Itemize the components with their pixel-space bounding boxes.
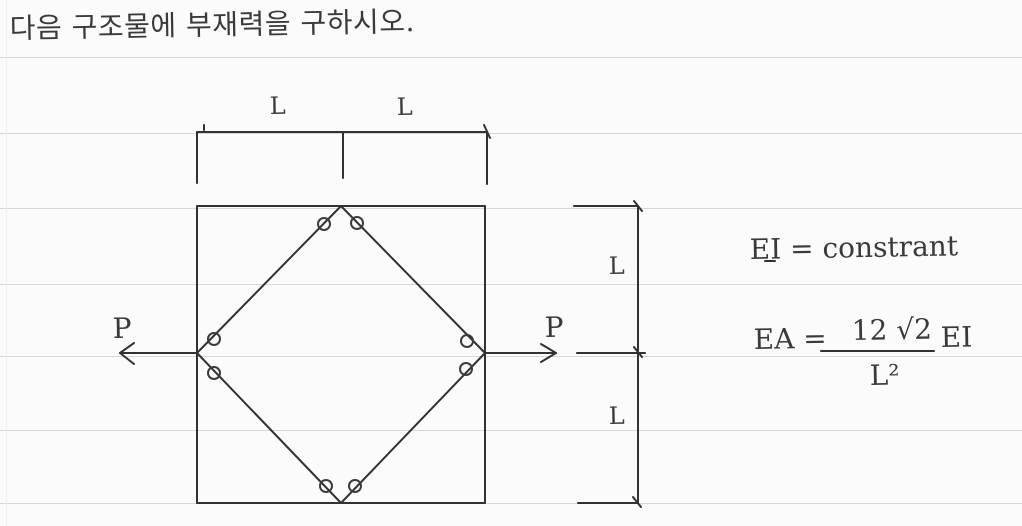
hinge-circle-bottom-left bbox=[319, 479, 333, 493]
right-dimension-slash-top bbox=[633, 200, 643, 212]
hinge-circle-right-lower bbox=[459, 362, 473, 376]
problem-title: 다음 구조물에 부재력을 구하시오. bbox=[9, 4, 416, 46]
ea-label: EA = bbox=[753, 321, 828, 356]
top-left-dimension-label: L bbox=[269, 91, 286, 120]
hinge-circle-top-left bbox=[317, 217, 331, 231]
ea-denominator: L² bbox=[869, 358, 900, 392]
right-dimension-slash-bottom bbox=[632, 496, 642, 508]
ei-equation: EI = constrant bbox=[749, 229, 959, 266]
top-dimension-slash bbox=[483, 124, 491, 139]
right-load-label: P bbox=[544, 310, 564, 344]
hinge-circle-left-lower bbox=[207, 366, 221, 380]
left-load-label: P bbox=[112, 311, 132, 345]
hinge-circle-top-right bbox=[350, 216, 364, 230]
right-lower-dimension-label: L bbox=[608, 401, 625, 430]
right-load-arrowhead bbox=[540, 343, 557, 363]
top-right-dimension-label: L bbox=[396, 92, 413, 121]
outer-frame bbox=[196, 205, 486, 504]
right-upper-dimension-label: L bbox=[608, 251, 625, 280]
left-load-arrowhead bbox=[119, 342, 135, 365]
hinge-circle-bottom-right bbox=[348, 479, 362, 493]
hinge-circle-right-upper bbox=[460, 334, 474, 348]
ea-numerator: 12 √2 bbox=[851, 312, 933, 347]
hinge-circle-left-upper bbox=[207, 332, 221, 346]
right-dimension-slash-middle bbox=[633, 346, 643, 358]
ea-right-term: EI bbox=[940, 320, 973, 354]
inner-diamond bbox=[196, 205, 486, 504]
